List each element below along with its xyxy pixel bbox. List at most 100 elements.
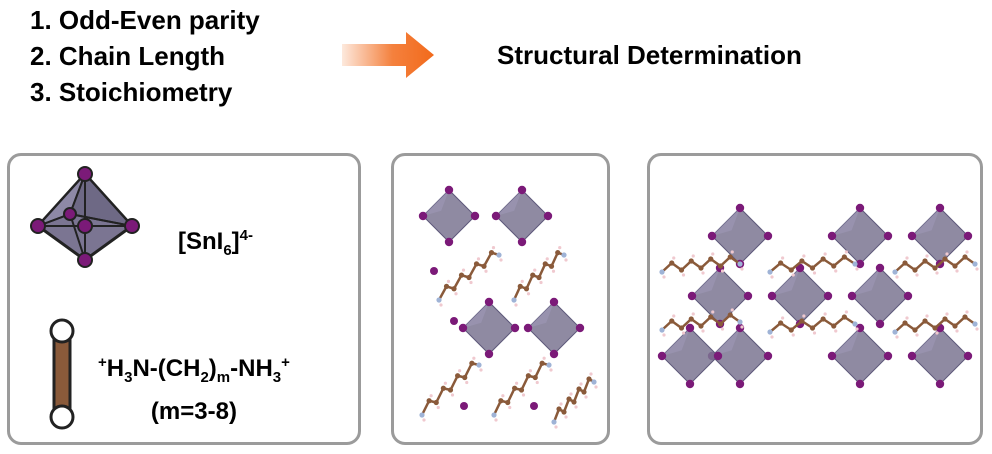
octahedron-face — [912, 328, 940, 356]
hydrogen-atom — [812, 331, 817, 335]
chain-atom — [505, 399, 511, 406]
hydrogen-atom — [781, 316, 785, 320]
hydrogen-atom — [551, 269, 556, 273]
hydrogen-atom — [915, 273, 919, 277]
iodine-atom — [875, 319, 885, 329]
iodine-atom — [907, 351, 917, 361]
chain-atom — [555, 250, 561, 256]
chain-atom — [466, 274, 472, 281]
iodine-atom — [685, 323, 695, 333]
goal-title: Structural Determination — [497, 40, 802, 70]
chain-atom — [708, 314, 714, 320]
chain-atom — [778, 260, 784, 266]
hydrogen-atom — [955, 329, 959, 333]
hydrogen-atom — [545, 257, 549, 261]
octahedron — [495, 189, 549, 243]
hydrogen-atom — [526, 292, 531, 296]
chain-atom — [767, 329, 773, 335]
hydrogen-atom — [823, 252, 827, 256]
formula-part: -NH — [230, 355, 273, 382]
chain-atom — [799, 318, 805, 324]
chain-atom — [659, 327, 665, 333]
hydrogen-atom — [574, 405, 578, 409]
chain-atom — [556, 406, 562, 412]
iodine-atom — [855, 203, 865, 213]
chain-atom — [820, 316, 826, 322]
hydrogen-atom — [501, 394, 505, 398]
chain-atom — [469, 360, 475, 366]
hydrogen-atom — [895, 275, 899, 279]
hydrogen-atom — [465, 380, 469, 385]
hydrogen-atom — [439, 303, 443, 307]
hydrogen-atom — [730, 250, 734, 254]
hydrogen-atom — [915, 333, 919, 337]
sni6-charge: 4- — [239, 227, 254, 244]
chain-atom — [440, 385, 446, 391]
chain-atom — [809, 325, 816, 331]
chain-atom — [525, 373, 531, 379]
hydrogen-atom — [535, 380, 539, 385]
hydrogen-atom — [443, 381, 447, 385]
octahedron-face — [423, 190, 449, 216]
chain-atom — [841, 314, 847, 320]
iodine-atom — [657, 351, 667, 361]
cation-rod-icon — [49, 318, 75, 430]
sni6-subscript: 6 — [223, 241, 232, 259]
chain-atom — [517, 283, 523, 289]
chain-atom — [708, 256, 714, 262]
hydrogen-atom — [520, 279, 524, 283]
hydrogen-atom — [672, 256, 676, 260]
orange-arrow-icon — [342, 32, 434, 78]
factor-stoichiometry: 3. Stoichiometry — [30, 77, 233, 107]
hydrogen-atom — [458, 369, 462, 373]
hydrogen-atom — [711, 310, 715, 314]
hydrogen-atom — [533, 268, 537, 272]
iodine-atom — [685, 379, 695, 389]
iodine-atom — [707, 231, 717, 241]
hydrogen-atom — [945, 252, 949, 256]
hydrogen-atom — [975, 327, 979, 331]
hydrogen-atom — [584, 395, 588, 399]
octahedron-face — [463, 302, 489, 328]
chain-atom — [902, 320, 908, 326]
hydrogen-atom — [542, 356, 546, 360]
hydrogen-atom — [594, 385, 598, 389]
hydrogen-atom — [844, 250, 848, 254]
chain-atom — [419, 412, 425, 418]
iodine-atom — [875, 263, 885, 273]
hydrogen-atom — [469, 280, 473, 285]
hydrogen-atom — [539, 280, 543, 285]
formula-part: + — [98, 354, 107, 371]
even-crystal-structure — [657, 203, 979, 389]
chain-length-range: (m=3-8) — [150, 397, 237, 425]
iodine-atom — [963, 231, 973, 241]
hydrogen-atom — [579, 382, 583, 386]
chain-atom — [473, 261, 480, 267]
chain-atom — [892, 329, 898, 335]
hydrogen-atom — [564, 415, 568, 419]
chain-atom — [952, 263, 958, 269]
chain-atom — [447, 387, 454, 393]
chain-atom — [727, 254, 733, 260]
hydrogen-atom — [965, 310, 969, 314]
chain-atom — [841, 254, 847, 260]
hydrogen-atom — [781, 256, 785, 260]
chain-atom — [488, 250, 495, 256]
chain-atom — [972, 321, 978, 327]
iodine-atom — [418, 211, 428, 221]
chain-atom — [669, 260, 675, 266]
legend-panel: [SnI6]4- +H3N-(CH2)m-NH3+ (m=3-8) — [7, 153, 361, 445]
chain-atom — [581, 389, 587, 395]
octahedron — [527, 301, 581, 355]
hydrogen-atom — [528, 369, 532, 373]
iodine-atom — [687, 291, 697, 301]
iodine-atom — [430, 267, 438, 275]
iodine-atom — [855, 259, 865, 269]
chain-atom — [737, 319, 743, 325]
chain-atom — [462, 374, 468, 381]
chain-atom — [972, 261, 978, 267]
hydrogen-atom — [672, 314, 676, 318]
chain-atom — [912, 327, 918, 333]
octahedron — [831, 327, 889, 385]
iodine-atom — [713, 351, 723, 361]
